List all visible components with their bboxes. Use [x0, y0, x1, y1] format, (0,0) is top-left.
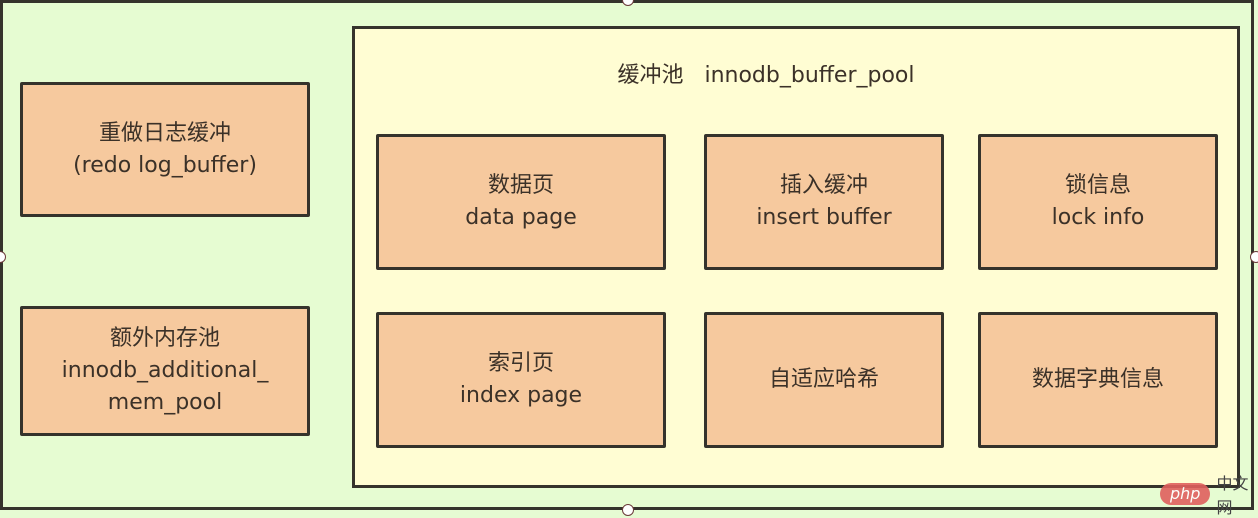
box-label-en-cont: mem_pool [107, 390, 223, 415]
resize-handle-bottom[interactable] [622, 504, 634, 516]
lock-info-box: 锁信息 lock info [978, 134, 1218, 270]
box-label-cn: 数据页 [487, 173, 554, 198]
watermark: php 中文网 [1160, 470, 1258, 518]
buffer-pool-title: 缓冲池 innodb_buffer_pool [617, 63, 915, 88]
data-page-box: 数据页 data page [376, 134, 666, 270]
box-label-en: (redo log_buffer) [73, 152, 257, 178]
insert-buffer-box: 插入缓冲 insert buffer [704, 134, 944, 270]
php-logo-icon: php [1160, 483, 1211, 505]
redo-log-buffer-box: 重做日志缓冲 (redo log_buffer) [20, 82, 310, 217]
box-label-cn: 额外内存池 [109, 326, 220, 351]
box-label-cn: 插入缓冲 [779, 173, 868, 198]
box-label-cn: 重做日志缓冲 [98, 120, 231, 146]
box-label-en: lock info [1051, 205, 1145, 230]
index-page-box: 索引页 index page [376, 312, 666, 448]
box-label-en: index page [459, 383, 583, 408]
box-label-cn: 锁信息 [1064, 173, 1131, 198]
box-label-en: innodb_additional_ [61, 358, 269, 383]
data-dictionary-box: 数据字典信息 [978, 312, 1218, 448]
resize-handle-right[interactable] [1250, 251, 1258, 263]
watermark-text: 中文网 [1216, 474, 1249, 517]
box-label-cn: 自适应哈希 [768, 367, 879, 392]
box-label-en: data page [465, 205, 577, 230]
box-label-cn: 索引页 [487, 351, 554, 376]
box-label-en: insert buffer [756, 205, 892, 230]
additional-mem-pool-box: 额外内存池 innodb_additional_ mem_pool [20, 306, 310, 436]
box-label-cn: 数据字典信息 [1031, 367, 1164, 392]
adaptive-hash-box: 自适应哈希 [704, 312, 944, 448]
